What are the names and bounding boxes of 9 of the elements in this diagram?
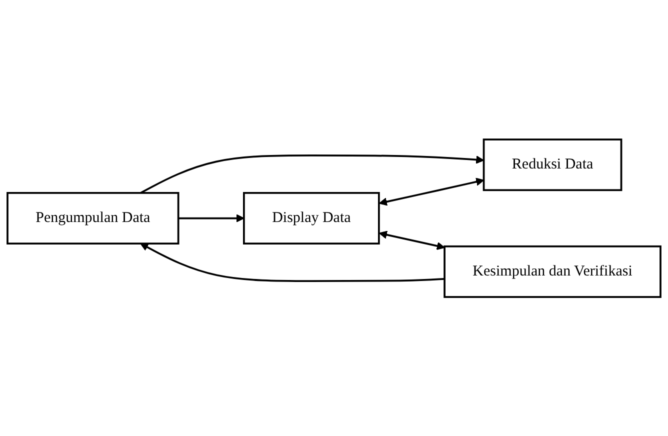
arrow (140, 154, 484, 194)
arrow (140, 242, 445, 282)
arrow (178, 214, 244, 222)
arrow (378, 178, 484, 206)
arrow (378, 230, 445, 250)
node-box: Display Data (243, 192, 380, 244)
node-box: Reduksi Data (482, 138, 622, 191)
node-box: Kesimpulan dan Verifikasi (444, 245, 662, 298)
node-box: Pengumpulan Data (6, 192, 180, 244)
